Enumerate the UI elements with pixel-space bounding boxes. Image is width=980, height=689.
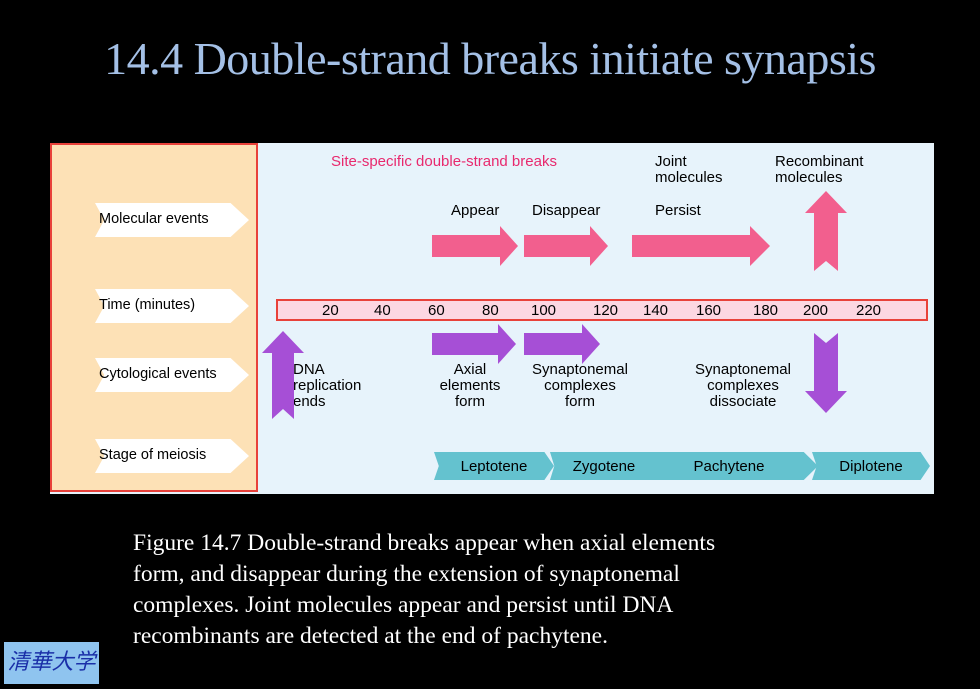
- stage-pachytene: Pachytene: [640, 452, 818, 480]
- figure-caption: Figure 14.7 Double-strand breaks appear …: [133, 530, 716, 649]
- time-tick: 160: [696, 302, 722, 319]
- label-double-strand-breaks: Site-specific double-strand breaks: [331, 153, 557, 170]
- time-tick: 200: [803, 302, 829, 319]
- time-tick: 140: [643, 302, 669, 319]
- arrow-dna-replication-up: [262, 331, 304, 419]
- time-tick: 180: [753, 302, 779, 319]
- arrow-breaks-disappear: [524, 226, 608, 266]
- stage-zygotene: Zygotene: [550, 452, 658, 480]
- time-tick: 80: [482, 302, 499, 319]
- arrow-synaptonemal-form: [524, 324, 600, 364]
- label-disappear: Disappear: [532, 202, 601, 219]
- time-axis: 20 40 60 80 100 120 140 160 180 200 220: [276, 299, 928, 321]
- time-tick: 100: [531, 302, 557, 319]
- label-persist: Persist: [655, 202, 701, 219]
- time-tick: 40: [374, 302, 391, 319]
- event-arrows: [262, 191, 847, 419]
- arrow-axial-elements: [432, 324, 516, 364]
- arrow-synaptonemal-dissociate: [805, 333, 847, 413]
- stage-diplotene: Diplotene: [812, 452, 930, 480]
- time-tick: 60: [428, 302, 445, 319]
- label-appear: Appear: [451, 202, 500, 219]
- arrow-breaks-appear: [432, 226, 518, 266]
- arrow-recombinants-up: [805, 191, 847, 271]
- arrow-joint-persist: [632, 226, 770, 266]
- time-tick: 220: [856, 302, 882, 319]
- university-logo: 清華大学: [4, 642, 99, 684]
- time-tick: 20: [322, 302, 339, 319]
- diagram-panel: Molecular events Time (minutes) Cytologi…: [50, 143, 934, 494]
- stage-leptotene: Leptotene: [434, 452, 554, 480]
- time-tick: 120: [593, 302, 619, 319]
- slide-title: 14.4 Double-strand breaks initiate synap…: [104, 33, 876, 84]
